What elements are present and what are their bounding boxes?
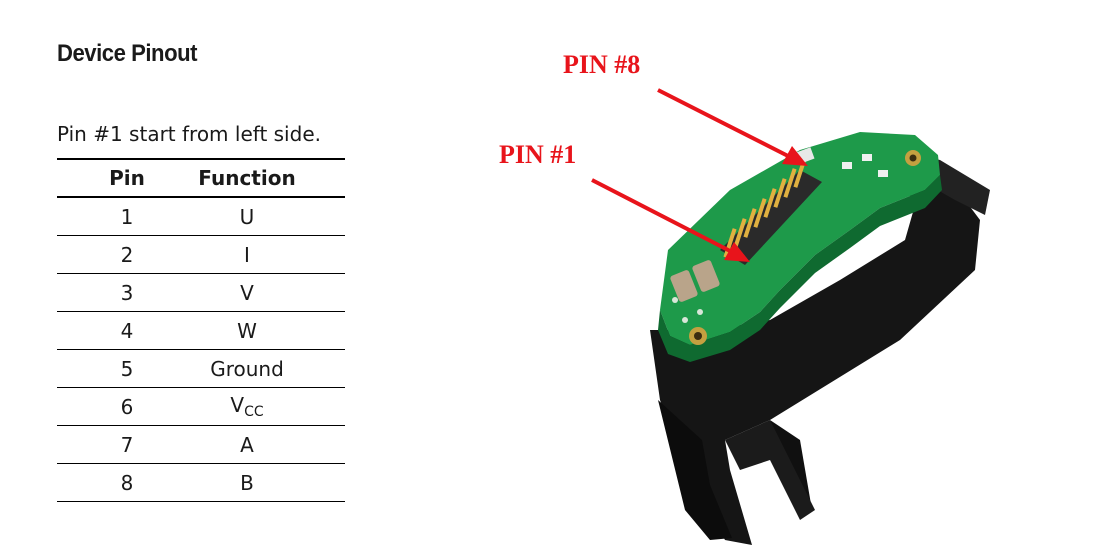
pinout-note: Pin #1 start from left side. <box>57 122 321 146</box>
table-row: 8 B <box>57 463 345 502</box>
pin-function-cell: W <box>197 311 345 350</box>
pin8-label: PIN #8 <box>563 50 641 79</box>
pin-function: A <box>240 432 254 457</box>
green-pcb <box>658 132 942 362</box>
pin-number: 4 <box>57 311 197 350</box>
pin-number: 8 <box>57 463 197 502</box>
table-row: 4 W <box>57 311 345 350</box>
pin-function-cell: I <box>197 235 345 274</box>
encoder-module-photo <box>591 88 990 545</box>
column-header-pin: Pin <box>57 158 197 198</box>
pin-number: 7 <box>57 425 197 464</box>
table-row: 5 Ground <box>57 349 345 388</box>
pin-function: B <box>240 470 254 495</box>
pin-function-cell: VCC <box>197 387 345 426</box>
pin-function-vcc: VCC <box>197 393 297 420</box>
pin-function-subscript: CC <box>244 404 264 420</box>
pin-function: V <box>240 280 254 305</box>
column-header-function-label: Function <box>198 166 296 190</box>
pin-number: 3 <box>57 273 197 312</box>
pin-function: V <box>230 393 245 417</box>
pin-function: W <box>237 318 257 343</box>
pin-number: 6 <box>57 387 197 426</box>
page-title: Device Pinout <box>57 40 198 67</box>
pin-function-cell: Ground <box>197 349 345 388</box>
pin-function-cell: A <box>197 425 345 464</box>
pin-function: I <box>244 242 250 267</box>
pin-function: U <box>239 204 255 229</box>
column-header-function: Function <box>197 158 345 198</box>
pin-number: 1 <box>57 197 197 236</box>
pin-function: Ground <box>210 356 284 381</box>
pin-function-cell: B <box>197 463 345 502</box>
pin1-arrow <box>591 178 750 262</box>
pin-function-cell: U <box>197 197 345 236</box>
pin-number: 2 <box>57 235 197 274</box>
table-row: 6 VCC <box>57 387 345 426</box>
table-header-row: Pin Function <box>57 158 345 198</box>
pin8-arrow <box>657 88 808 166</box>
table-row: 7 A <box>57 425 345 464</box>
table-row: 1 U <box>57 197 345 236</box>
table-row: 3 V <box>57 273 345 312</box>
pin1-label: PIN #1 <box>499 140 577 169</box>
pinout-table: Pin Function 1 U 2 I 3 V 4 W 5 Ground 6 … <box>57 158 345 502</box>
table-row: 2 I <box>57 235 345 274</box>
pin-function-cell: V <box>197 273 345 312</box>
pin-number: 5 <box>57 349 197 388</box>
